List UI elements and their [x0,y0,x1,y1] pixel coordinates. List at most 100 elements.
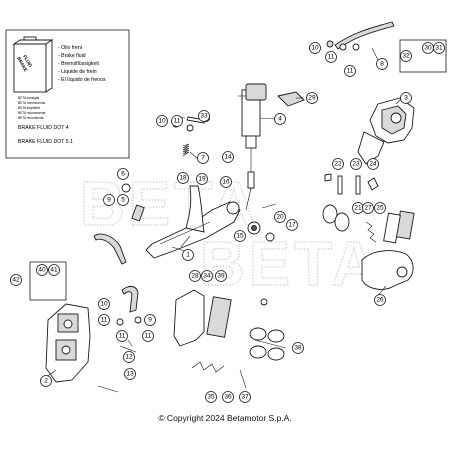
callout-11-mid-b: 11 [119,333,126,340]
pad-spring-27 [365,221,377,243]
small-pin-near-22 [324,173,332,182]
callout-26: 26 [376,297,384,304]
callout-11-hose: 11 [347,68,354,75]
callout-14: 14 [224,154,232,161]
copyright-notice: © Copyright 2024 Betamotor S.p.A. [158,413,292,423]
callout-5: 5 [121,197,125,204]
callout-36-circle [222,391,234,403]
callout-10-mid: 10 [100,301,108,308]
callout-20-circle [274,211,286,223]
callout-7-circle [197,152,209,164]
recommend-it: BETA consiglia [18,96,39,100]
callout-25-circle [374,202,386,214]
fluid-name-it: - Olio freni [58,45,82,51]
caliper-bracket-hole [396,266,408,278]
recommend-es: BETA recomienda [18,116,44,120]
callout-42: 42 [12,277,20,284]
reservoir-cap [277,91,305,107]
callout-2: 2 [44,378,48,385]
caliper-bolt-13-upper [119,345,137,353]
callout-16: 16 [222,179,230,186]
pad-spring-35 [191,361,225,373]
callout-41-circle [48,264,60,276]
pedal-nut-15-inner [251,225,257,231]
callout-1: 1 [186,252,190,259]
recommend-en: BETA recommends [18,101,46,105]
callout-9-circle [103,194,115,206]
bolt-22 [337,175,343,195]
callout-27-circle [362,202,374,214]
callout-6: 6 [121,171,125,178]
fluid-name-de: - Bremsflüssigkeit [58,61,99,67]
callout-24-circle [367,158,379,170]
callout-19-circle [196,173,208,185]
callout-8: 8 [380,61,384,68]
callout-10-right: 9 [148,317,152,324]
banjo-bolt-11-top [339,43,347,51]
callout-1-circle [182,249,194,261]
front-brake-hose [121,285,139,313]
callout-24: 24 [369,161,377,168]
callout-29: 29 [308,95,316,102]
caliper-bolt-13-lower [97,385,119,393]
callout-17-circle [286,219,298,231]
callout-10-top-circle [309,42,321,54]
callout-40: 40 [38,267,46,274]
callout-35: 35 [207,394,215,401]
callout-11: 11 [174,118,181,125]
callout-13: 13 [126,371,134,378]
brake-pads-25 [383,210,415,244]
callout-12: 12 [125,354,133,361]
recommend-fr: BETA recommande [18,111,46,115]
callout-7: 7 [201,155,205,162]
banjo-washer-10-top [326,40,334,48]
callout-10-circle [156,115,168,127]
pushrod-16 [247,171,255,189]
callout-32: 32 [402,53,410,60]
callout-22-circle [332,158,344,170]
bottle-label-line-2: FLUID [22,54,33,69]
brake-pad-34 [206,296,232,338]
callout-18-circle [177,172,189,184]
callout-28: 28 [191,273,199,280]
callout-10-mid-circle [98,298,110,310]
callout-11-right: 11 [145,333,152,340]
callout-13-circle [124,368,136,380]
banjo-washer-10-mid [134,316,142,324]
callout-27: 27 [364,205,372,212]
callout-11-mid-b-circle [116,330,128,342]
callout-25: 25 [376,205,384,212]
callout-42-circle [10,274,22,286]
fluid-dot51: BRAKE FLUID DOT 5.1 [18,139,73,145]
callout-39: 39 [217,273,225,280]
callout-36: 36 [224,394,232,401]
callout-21: 21 [354,205,362,212]
callout-34: 34 [203,273,211,280]
pushrod-14 [245,187,252,211]
pedal-nut-17 [265,232,275,242]
callout-34-circle [201,270,213,282]
callout-37: 37 [241,394,249,401]
pad-pin-39 [260,298,268,306]
front-brake-caliper [45,303,91,383]
callout-37-circle [239,391,251,403]
callout-41: 41 [50,267,58,274]
callout-2-circle [40,375,52,387]
callout-5-circle [117,194,129,206]
callout-6-circle [117,168,129,180]
callout-11-mid-circle [98,314,110,326]
callout-11-circle [171,115,183,127]
brake-fluid-legend: BRAKE FLUID - Olio freni - Brake fluid -… [5,29,130,159]
callout-17: 17 [288,222,296,229]
callout-11-right-circle [142,330,154,342]
fluid-name-fr: - Liquide de frein [58,69,97,75]
bleeder-24 [367,177,379,191]
callout-16-circle [220,176,232,188]
callout-11-top: 11 [328,54,335,61]
callout-38: 38 [294,345,302,352]
callout-20: 20 [276,214,284,221]
callout-32-circle [400,50,412,62]
callout-11-mid: 11 [101,317,108,324]
